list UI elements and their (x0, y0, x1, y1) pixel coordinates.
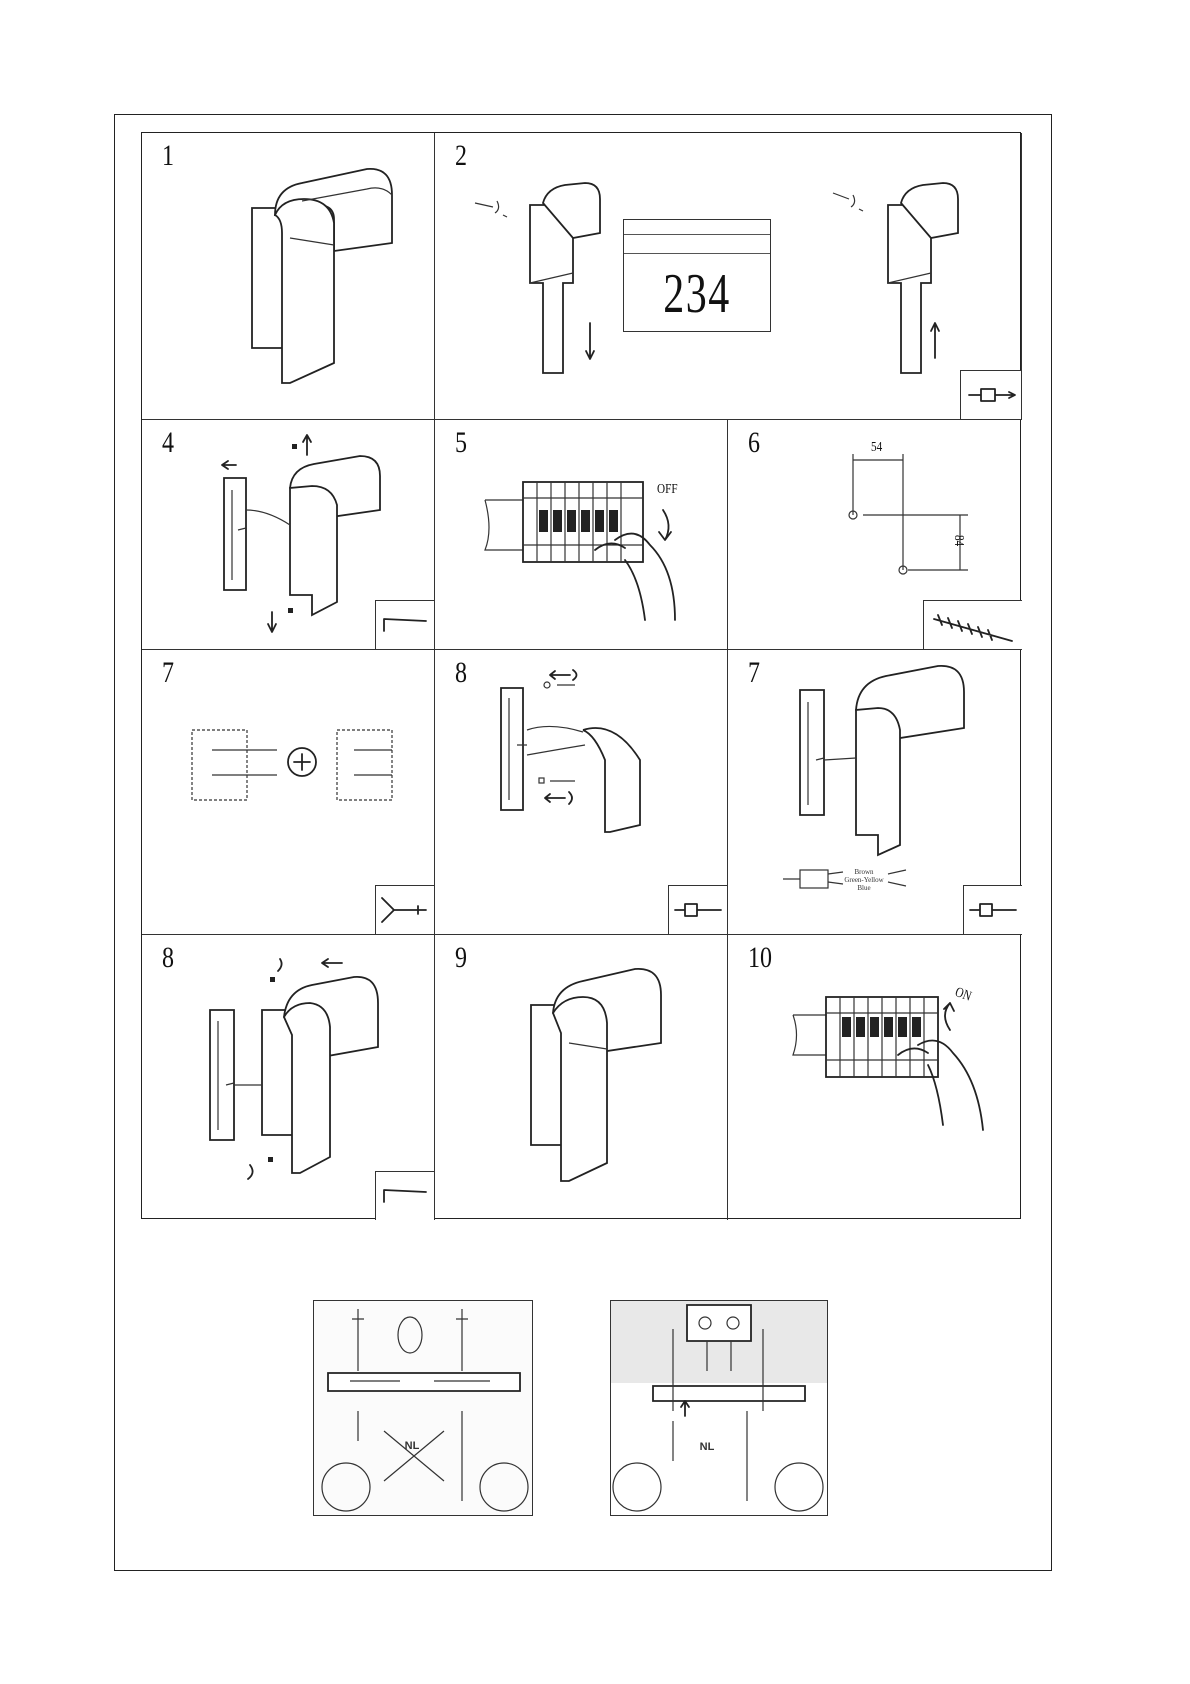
bracket-correct-illustration (611, 1301, 828, 1516)
lamp-assembled-illustration (142, 133, 435, 420)
panel-step-8b: 8 (142, 935, 435, 1220)
wiring-labels: Brown Green-Yellow Blue (840, 868, 888, 892)
lamp-complete-illustration (435, 935, 728, 1220)
tool-allen-key-box (375, 1171, 434, 1220)
drill-bit-icon (924, 601, 1022, 649)
panel-step-5: 5 OFF (435, 420, 728, 650)
screwdriver-icon (964, 886, 1022, 934)
panel-step-7b: 7 Brown Green-Yellow Blue (728, 650, 1022, 935)
allen-key-icon (376, 601, 434, 649)
tool-screwdriver-box (960, 370, 1021, 419)
tool-screwdriver-box (668, 885, 727, 934)
mounting-photo-incorrect: NL (313, 1300, 533, 1516)
nl-badge: NL (687, 1441, 727, 1453)
tool-drill-box (923, 600, 1022, 649)
screwdriver-icon (669, 886, 727, 934)
screwdriver-icon (961, 371, 1021, 419)
plate-band (624, 234, 770, 254)
panel-step-10: 10 ON (728, 935, 1022, 1220)
breaker-off-illustration (435, 420, 728, 650)
wire-brown-label: Brown (854, 868, 873, 876)
dimension-horizontal: 54 (871, 440, 882, 456)
wire-green-yellow-label: Green-Yellow (844, 876, 883, 884)
panel-step-7a: 7 (142, 650, 435, 935)
panel-step-2: 2 234 (435, 133, 1022, 420)
panel-step-1: 1 (142, 133, 435, 420)
house-number-plate: 234 (623, 219, 771, 332)
mounting-photo-correct: NL (610, 1300, 828, 1516)
panel-step-6: 6 54 84 (728, 420, 1022, 650)
bracket-wrong-illustration (314, 1301, 533, 1516)
hammer-icon (376, 886, 434, 934)
tool-allen-key-box (375, 600, 434, 649)
breaker-on-illustration (728, 935, 1022, 1220)
tool-hammer-box (375, 885, 434, 934)
wire-blue-label: Blue (857, 884, 870, 892)
tool-screwdriver-box (963, 885, 1022, 934)
panel-step-9: 9 (435, 935, 728, 1220)
dimension-vertical: 84 (950, 535, 966, 546)
allen-key-icon (376, 1172, 434, 1220)
panel-step-4: 4 (142, 420, 435, 650)
nl-badge: NL (392, 1440, 432, 1452)
panel-step-8a: 8 (435, 650, 728, 935)
instruction-grid: 1 2 234 (141, 132, 1021, 1219)
house-number: 234 (642, 262, 752, 326)
switch-off-label: OFF (657, 482, 678, 498)
